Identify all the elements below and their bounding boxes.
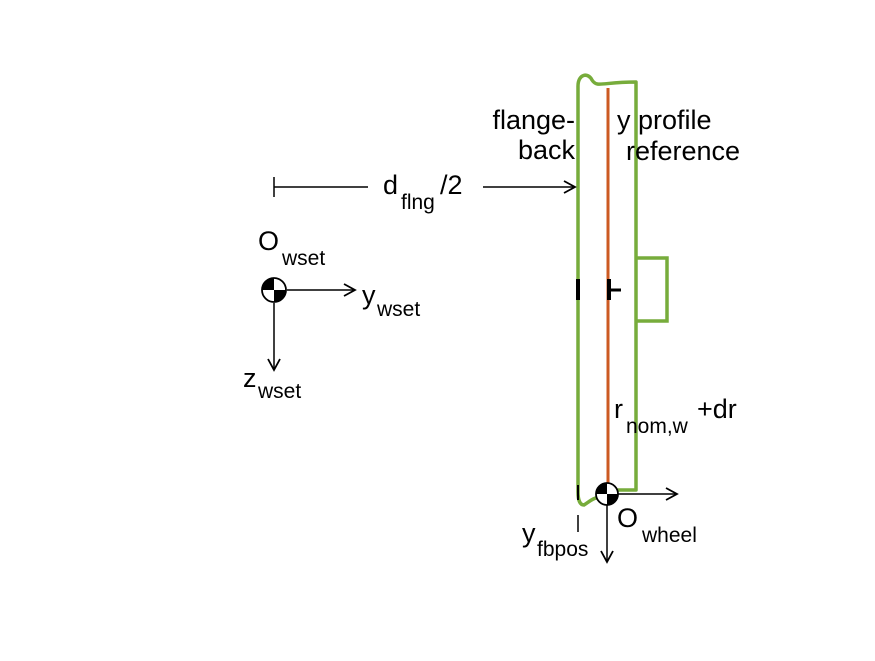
center-of-mass-icon (261, 277, 287, 303)
y-wset-label: y wset (362, 280, 420, 321)
y-profile-reference-label-line2: reference (626, 136, 740, 166)
wheel-origin-label: O wheel (617, 503, 697, 547)
y-profile-reference-label-line1: y profile (617, 105, 712, 135)
half-flange-distance-label: d flng /2 (383, 170, 463, 214)
center-of-mass-icon (595, 482, 619, 506)
half-flange-distance-dimension (273, 177, 577, 197)
flange-back-label-line1: flange- (492, 105, 575, 135)
axle (195, 256, 578, 323)
z-wset-label: z wset (243, 363, 301, 403)
wheelset-origin-label: O wset (258, 226, 325, 270)
nominal-radius-label: r nom,w +dr (614, 394, 737, 438)
wheel-hub (636, 256, 669, 323)
flange-back-label-line2: back (518, 135, 576, 165)
y-fbpos-label: y fbpos (522, 518, 588, 561)
